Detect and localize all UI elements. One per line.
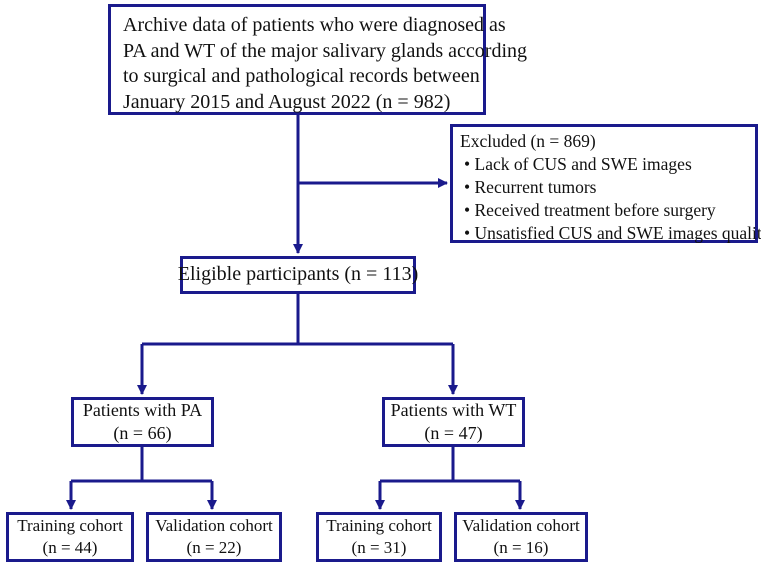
wt-validation-label: Validation cohort: [462, 516, 580, 535]
wt-training-cohort-box: Training cohort (n = 31): [316, 512, 442, 562]
archive-line: Archive data of patients who were diagno…: [123, 14, 506, 36]
pa-label: Patients with PA: [82, 400, 203, 420]
patients-wt-box: Patients with WT (n = 47): [382, 397, 525, 447]
patients-pa-box: Patients with PA (n = 66): [71, 397, 214, 447]
archive-data-box: Archive data of patients who were diagno…: [108, 4, 527, 115]
excluded-box: Excluded (n = 869) • Lack of CUS and SWE…: [450, 124, 761, 243]
wt-training-label: Training cohort: [326, 516, 432, 535]
excluded-item: • Recurrent tumors: [464, 177, 597, 197]
archive-line: to surgical and pathological records bet…: [123, 65, 480, 87]
pa-training-count: (n = 44): [42, 538, 98, 557]
pa-validation-label: Validation cohort: [155, 516, 273, 535]
pa-validation-count: (n = 22): [186, 538, 242, 557]
wt-label: Patients with WT: [390, 400, 517, 420]
eligible-label: Eligible participants (n = 113): [177, 263, 419, 286]
wt-training-count: (n = 31): [351, 538, 407, 557]
excluded-item: • Unsatisfied CUS and SWE images quality: [464, 223, 761, 243]
eligible-participants-box: Eligible participants (n = 113): [177, 256, 419, 294]
wt-validation-count: (n = 16): [493, 538, 549, 557]
excluded-item: • Lack of CUS and SWE images: [464, 154, 692, 174]
archive-line: PA and WT of the major salivary glands a…: [123, 39, 527, 62]
archive-line: January 2015 and August 2022 (n = 982): [123, 90, 451, 113]
excluded-title: Excluded (n = 869): [460, 131, 596, 151]
pa-training-cohort-box: Training cohort (n = 44): [6, 512, 134, 562]
wt-count: (n = 47): [424, 423, 483, 443]
pa-training-label: Training cohort: [17, 516, 123, 535]
excluded-item: • Received treatment before surgery: [464, 200, 716, 220]
wt-validation-cohort-box: Validation cohort (n = 16): [454, 512, 588, 562]
pa-validation-cohort-box: Validation cohort (n = 22): [146, 512, 282, 562]
pa-count: (n = 66): [113, 423, 172, 443]
